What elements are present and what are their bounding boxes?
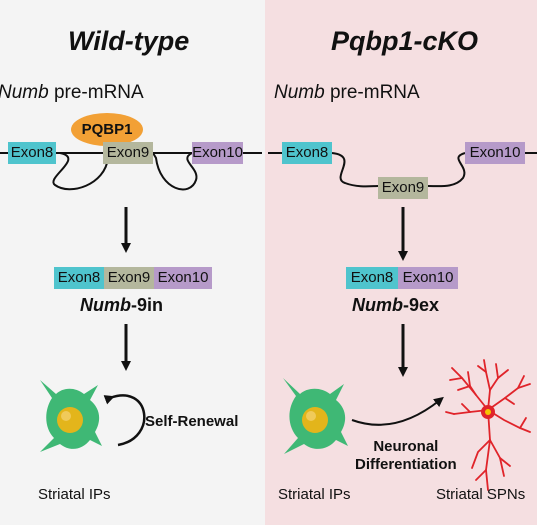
pqbp1-cko-title: Pqbp1-cKO	[331, 26, 479, 56]
neuron-nucleus	[485, 409, 491, 415]
left-pre-mrna-line	[0, 152, 262, 191]
right-exon10: Exon10	[465, 142, 525, 164]
right-striatal-ips-label: Striatal IPs	[278, 486, 351, 503]
pqbp1-protein: PQBP1	[71, 113, 143, 146]
right-pre-mrna-label: Numb pre-mRNA	[274, 82, 420, 103]
numb-9ex-label: Numb-9ex	[352, 295, 440, 315]
left-mrna-exon10: Exon10	[154, 267, 212, 289]
self-renewal-arrow	[103, 394, 146, 447]
left-pre-mrna-label: Numb pre-mRNA	[0, 82, 144, 103]
left-mrna-exon9: Exon9	[104, 267, 154, 289]
wild-type-title: Wild-type	[68, 26, 190, 56]
numb-9in-label: Numb-9in	[80, 295, 164, 315]
right-mrna-exon10: Exon10	[398, 267, 458, 289]
left-exon8: Exon8	[8, 142, 56, 164]
left-striatal-ip-cell	[40, 380, 102, 452]
left-exon10: Exon10	[192, 142, 243, 164]
right-pre-mrna-line	[268, 152, 537, 188]
neuronal-differentiation-label: Neuronal Differentiation	[355, 438, 457, 473]
right-exon9: Exon9	[378, 177, 428, 199]
right-mrna-exon8: Exon8	[346, 267, 398, 289]
left-striatal-ips-label: Striatal IPs	[38, 486, 111, 503]
striatal-spns-label: Striatal SPNs	[436, 486, 526, 503]
right-exon8: Exon8	[282, 142, 332, 164]
right-striatal-ip-cell	[283, 378, 348, 454]
left-exon9: Exon9	[103, 142, 153, 164]
striatal-spn-neuron	[445, 359, 531, 491]
left-mrna-exon8: Exon8	[54, 267, 104, 289]
wild-type-panel	[0, 0, 265, 525]
self-renewal-label: Self-Renewal	[145, 413, 239, 430]
differentiation-arrow	[351, 396, 444, 426]
